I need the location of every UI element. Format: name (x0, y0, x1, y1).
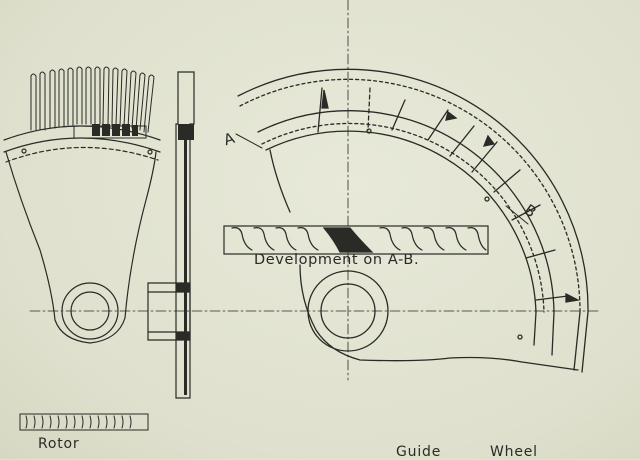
rotor-blade-strip (19, 413, 149, 431)
development-strip (223, 225, 489, 255)
center-lines (29, 0, 601, 381)
label-wheel: Wheel (490, 444, 538, 460)
label-development: Development on A-B. (254, 252, 420, 268)
label-guide: Guide (396, 444, 442, 460)
label-rotor: Rotor (38, 436, 80, 452)
guide-wheel-arcs (235, 68, 589, 373)
guide-wheel-hub (307, 270, 389, 352)
rotor-section (147, 71, 195, 399)
rotor-disc (3, 124, 161, 344)
rotor-blade-fan (30, 66, 155, 133)
